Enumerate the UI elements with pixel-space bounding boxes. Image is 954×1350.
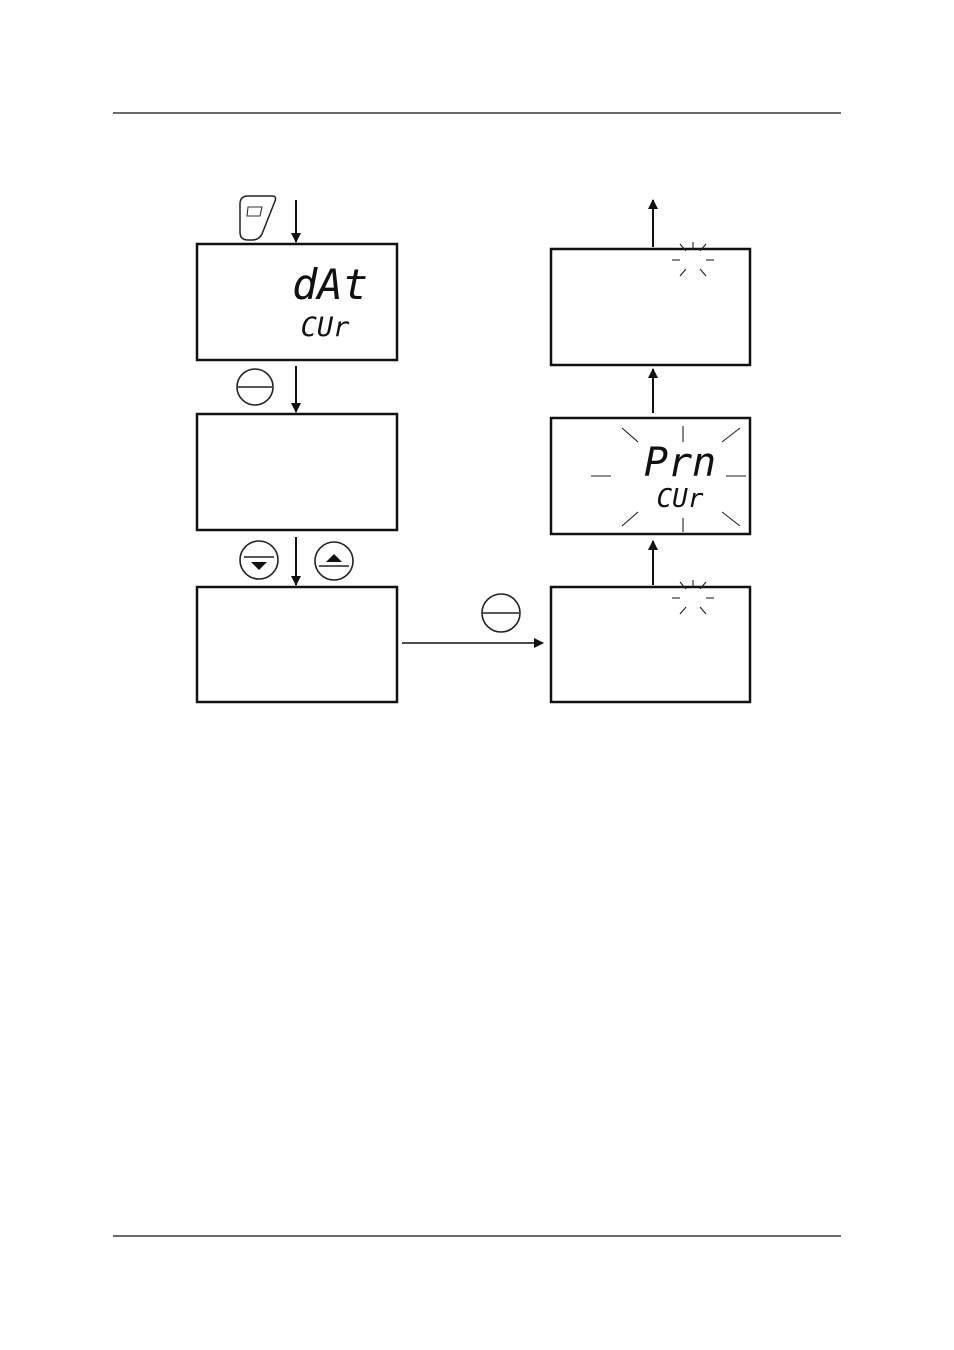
data-key-icon	[240, 196, 276, 240]
down-key-icon	[240, 541, 278, 579]
screen1-line1: dAt	[292, 260, 368, 309]
enter-key-icon	[237, 369, 273, 405]
display-screen-4	[551, 587, 750, 702]
display-screen-2	[197, 414, 397, 530]
up-key-icon	[315, 542, 353, 580]
display-screen-6	[551, 249, 750, 365]
screen1-line2: CUr	[301, 312, 351, 343]
screen5-line1: Prn	[644, 440, 716, 486]
enter-key-icon-2	[482, 594, 520, 632]
display-screen-3	[197, 587, 397, 702]
screen5-line2: CUr	[657, 484, 704, 514]
